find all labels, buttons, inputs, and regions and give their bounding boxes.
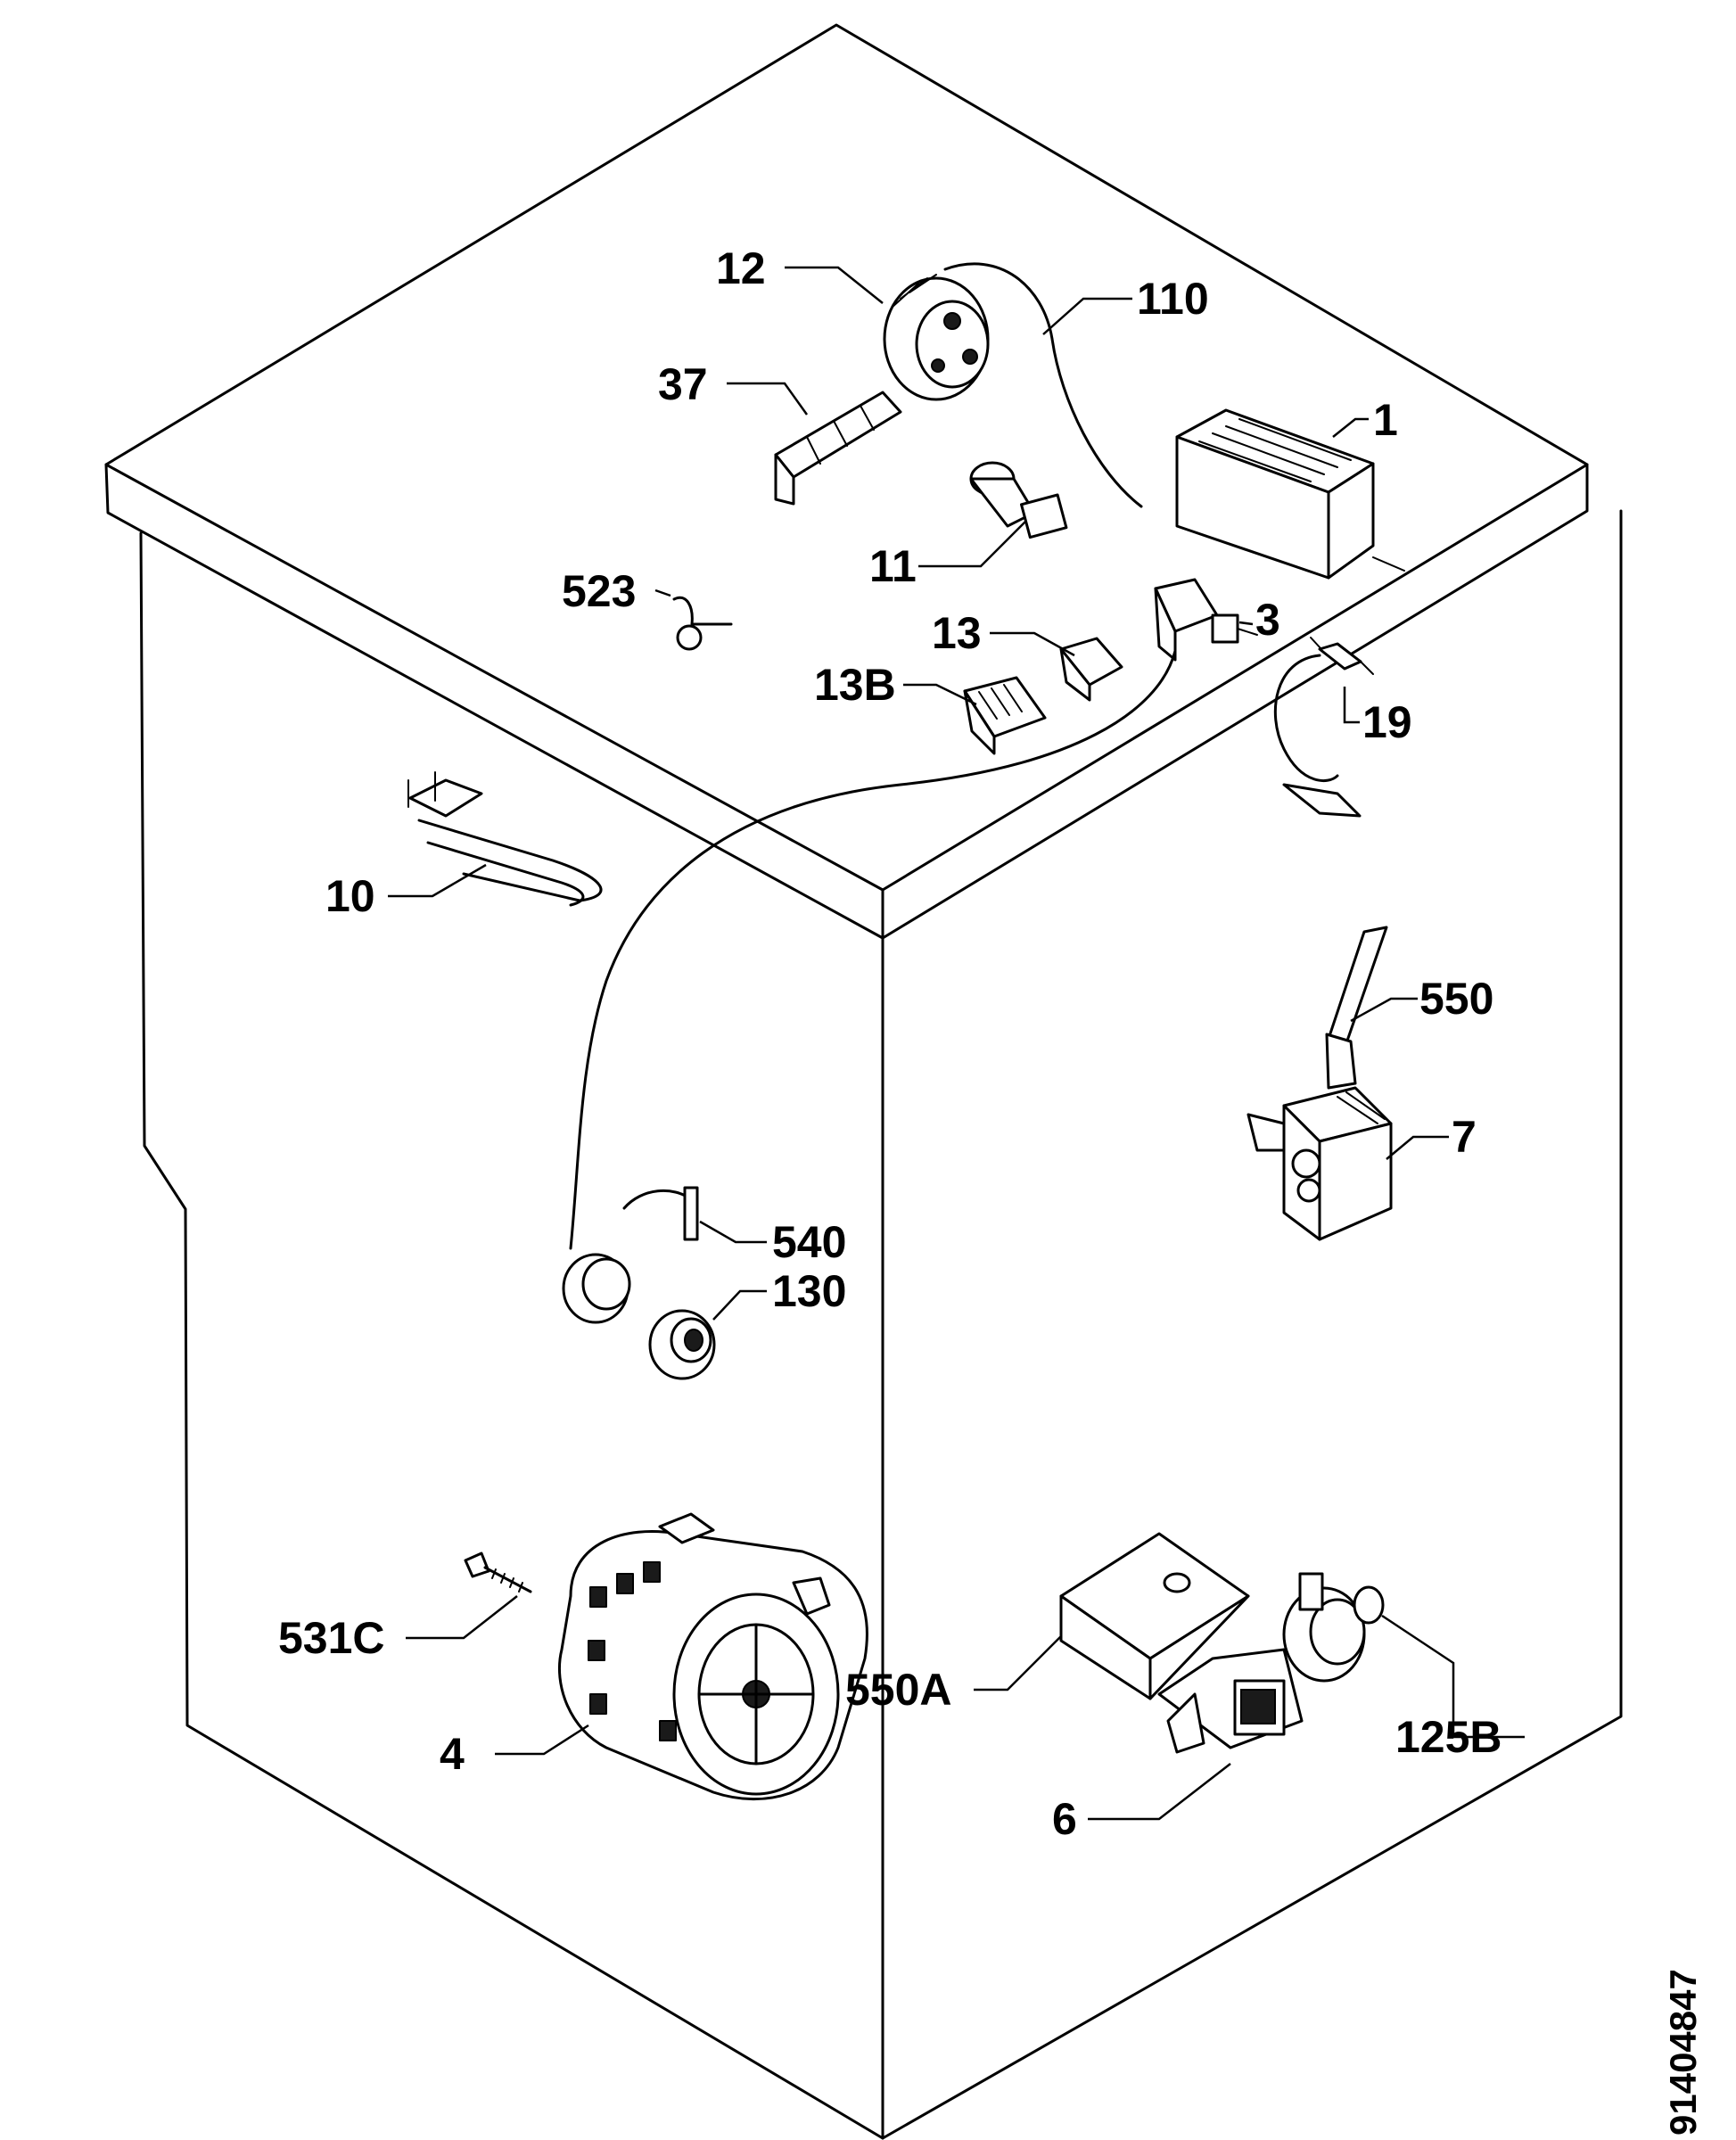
part-7-door-interlock[interactable] <box>1246 1086 1393 1241</box>
label-6: 6 <box>1052 1794 1077 1844</box>
part-4-motor[interactable] <box>557 1512 868 1801</box>
part-550-lever[interactable] <box>1325 926 1388 1090</box>
label-11: 11 <box>869 541 917 591</box>
cabinet-top-edge-right <box>881 463 1589 940</box>
label-550: 550 <box>1419 974 1493 1024</box>
part-13-terminal[interactable] <box>1059 637 1123 702</box>
label-12: 12 <box>716 243 766 293</box>
part-12-pressure-switch[interactable] <box>883 274 990 401</box>
part-37-connector-block[interactable] <box>774 391 902 506</box>
callout-labels: 12 110 37 1 11 523 3 13 13B 19 10 550 7 … <box>278 243 1502 1844</box>
part-110-hose[interactable] <box>943 262 1143 508</box>
label-13: 13 <box>932 608 982 658</box>
label-523: 523 <box>562 566 636 616</box>
leader-lines <box>388 266 1525 1821</box>
label-10: 10 <box>325 871 375 921</box>
document-number: 91404847 <box>1662 1969 1704 2136</box>
part-540-clamp[interactable] <box>622 1186 699 1241</box>
label-540: 540 <box>772 1217 846 1267</box>
label-130: 130 <box>772 1266 846 1316</box>
part-1-control-module[interactable] <box>1175 408 1405 580</box>
label-531c: 531C <box>278 1613 385 1663</box>
cabinet-top <box>104 23 1589 892</box>
part-10-heating-element[interactable] <box>407 771 603 907</box>
part-531c-bolt[interactable] <box>464 1552 532 1593</box>
part-6-drain-pump[interactable] <box>1157 1572 1366 1754</box>
cabinet-right-side <box>881 509 1623 2140</box>
part-523-clip[interactable] <box>672 596 733 651</box>
cabinet <box>104 23 1623 2140</box>
label-19: 19 <box>1362 697 1412 747</box>
label-1: 1 <box>1373 395 1398 445</box>
part-125b-o-ring[interactable] <box>1353 1585 1385 1625</box>
label-125b: 125B <box>1395 1712 1502 1762</box>
part-3-cable <box>569 649 1177 1250</box>
part-11-capacitor[interactable] <box>969 461 1068 539</box>
cabinet-left-side <box>139 531 884 2140</box>
part-3-switch[interactable] <box>1154 578 1258 662</box>
label-3: 3 <box>1255 595 1280 645</box>
part-13b-terminal-block[interactable] <box>963 676 1047 755</box>
label-13b: 13B <box>814 660 896 710</box>
cabinet-top-edge-left <box>104 463 884 940</box>
part-130-grommet[interactable] <box>562 1253 716 1380</box>
label-37: 37 <box>658 359 708 409</box>
label-110: 110 <box>1137 274 1209 324</box>
label-4: 4 <box>440 1729 465 1779</box>
part-19-sensor[interactable] <box>1273 637 1374 818</box>
label-7: 7 <box>1452 1112 1477 1162</box>
part-550a-bracket[interactable] <box>1059 1532 1250 1700</box>
label-550a: 550A <box>845 1665 952 1715</box>
